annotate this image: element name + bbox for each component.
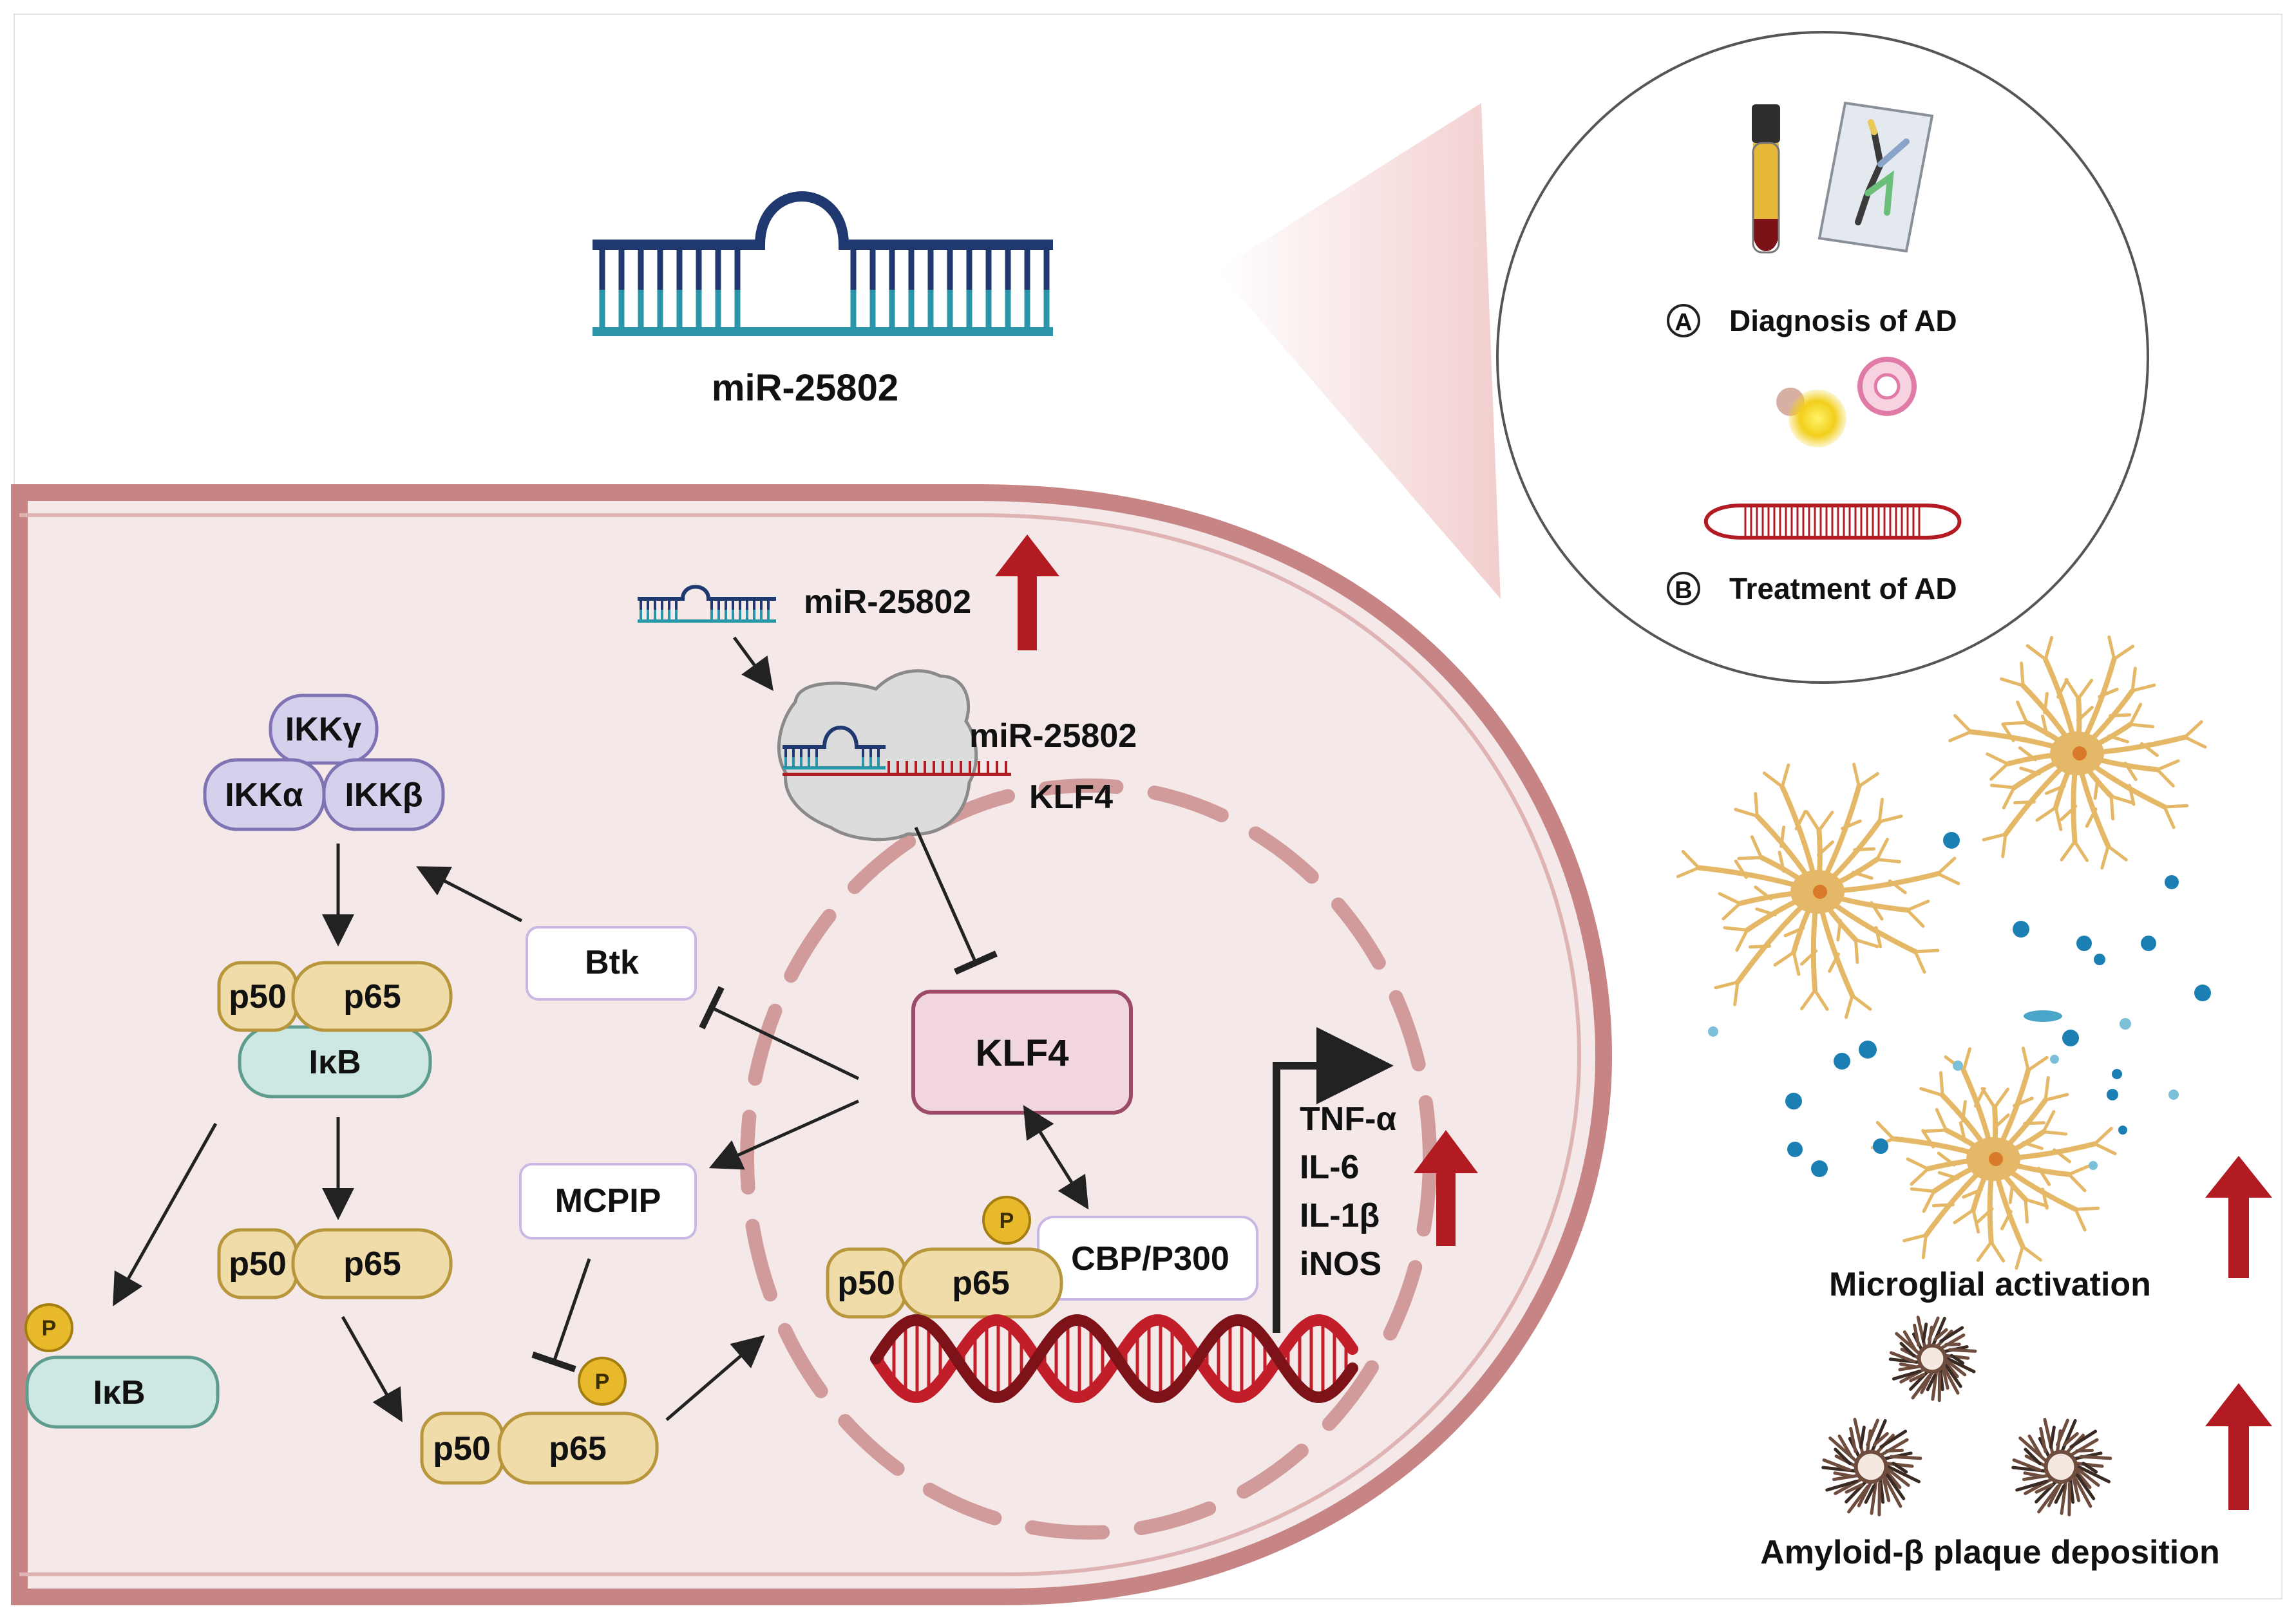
diagnostic-slide-icon xyxy=(1817,101,1934,253)
phospho-icon xyxy=(24,1303,73,1352)
amyloid-deposition-label: Amyloid-β plaque deposition xyxy=(1760,1534,2220,1571)
top-mirna-label: miR-25802 xyxy=(712,367,898,409)
mcpip-label: MCPIP xyxy=(555,1182,661,1220)
treatment-label: Treatment of AD xyxy=(1729,572,1957,605)
zoom-cone xyxy=(1217,103,1501,599)
p50-label-2: p50 xyxy=(229,1245,287,1283)
amyloid-plaque-icons xyxy=(1821,1316,2112,1516)
p65-node-1 xyxy=(291,961,453,1032)
therapeutic-hairpin-icon xyxy=(1704,504,1962,540)
nuclear-nfkb: P p50 p65 xyxy=(826,1196,1063,1319)
inhibit-mcpip-to-nfkb xyxy=(531,1258,591,1373)
phospho-nfkb: P p50 p65 xyxy=(420,1357,659,1485)
cell-membrane-inner xyxy=(19,513,1582,1576)
p65-node-3 xyxy=(497,1411,659,1485)
free-nfkb: p50 p65 xyxy=(217,1228,453,1299)
phospho-icon-2 xyxy=(578,1357,627,1406)
mcpip-node xyxy=(519,1163,697,1240)
arrow-mirna-to-risc xyxy=(732,636,773,692)
p65-label-4: p65 xyxy=(952,1265,1010,1302)
cell-mirna-label: miR-25802 xyxy=(804,583,971,621)
marker-a-label: A xyxy=(1675,309,1692,336)
ikk-gamma-label: IKKγ xyxy=(285,711,362,748)
btk-label: Btk xyxy=(585,944,639,981)
phospho-ikb: P IκB xyxy=(24,1303,220,1429)
marker-a-icon xyxy=(1667,304,1700,337)
phospho-label-3: P xyxy=(1000,1209,1014,1233)
marker-b-icon xyxy=(1667,572,1700,605)
ikk-gamma-node xyxy=(269,693,379,765)
microglia-cells xyxy=(1676,635,2207,1270)
arrow-to-phospho-nfkb xyxy=(341,1316,403,1422)
microglial-up-arrow-icon xyxy=(2205,1156,2272,1278)
p65-label-1: p65 xyxy=(343,978,401,1015)
ikk-beta-label: IKKβ xyxy=(345,777,422,814)
cytokine-il6-label: IL-6 xyxy=(1300,1149,1359,1186)
ikk-alpha-label: IKKα xyxy=(225,777,303,814)
transcription-arrow xyxy=(1273,1027,1394,1333)
arrow-klf4-cbp xyxy=(1023,1105,1089,1210)
cytokine-tnf-label: TNF-α xyxy=(1300,1100,1396,1138)
cytokine-dots xyxy=(1708,832,2211,1177)
arrow-nfkb-to-nucleus xyxy=(665,1335,765,1421)
klf4-label: KLF4 xyxy=(976,1032,1069,1074)
diagnosis-label: Diagnosis of AD xyxy=(1729,304,1957,337)
inset-circle xyxy=(1496,31,2149,684)
complex-target-label: KLF4 xyxy=(1029,778,1113,816)
p65-node-2 xyxy=(291,1228,453,1299)
p65-label-3: p65 xyxy=(549,1430,607,1467)
p65-label-2: p65 xyxy=(343,1245,401,1283)
p50-label-1: p50 xyxy=(229,978,287,1015)
phospho-label-2: P xyxy=(595,1370,610,1394)
cytokine-inos-label: iNOS xyxy=(1300,1245,1381,1283)
dna-helix-icon xyxy=(870,1314,1358,1403)
marker-b-label: B xyxy=(1675,577,1692,604)
ikb-label-2: IκB xyxy=(93,1374,146,1411)
mirna-up-arrow-icon xyxy=(995,534,1059,650)
blood-tube-icon xyxy=(1752,104,1780,254)
p65-node-4 xyxy=(898,1247,1063,1319)
nfkb-ikb-complex: p50 p65 IκB xyxy=(217,961,453,1099)
nanoparticle-icons xyxy=(1776,357,1917,448)
arrow-btk-to-ikk xyxy=(416,866,523,923)
microglial-activation-label: Microglial activation xyxy=(1829,1266,2151,1303)
inhibit-risc-to-klf4 xyxy=(914,826,998,975)
p50-label-3: p50 xyxy=(433,1430,491,1467)
risc-bound-mirna-icon xyxy=(783,726,1011,776)
p50-label-4: p50 xyxy=(837,1265,895,1302)
cbp-p300-label: CBP/P300 xyxy=(1071,1240,1229,1278)
phospho-icon-3 xyxy=(982,1196,1031,1245)
complex-mirna-label: miR-25802 xyxy=(969,717,1137,755)
cytokine-up-arrow-icon xyxy=(1414,1130,1478,1246)
arrow-to-phospho-ikb xyxy=(113,1122,218,1306)
amyloid-up-arrow-icon xyxy=(2205,1383,2272,1510)
klf4-node xyxy=(911,990,1133,1115)
ikb-node-2 xyxy=(25,1355,220,1429)
inhibit-klf4-to-btk xyxy=(699,986,860,1080)
phospho-label-1: P xyxy=(42,1316,57,1341)
ikb-label-1: IκB xyxy=(309,1044,361,1081)
cytokine-il1b-label: IL-1β xyxy=(1300,1197,1380,1234)
ikk-complex: IKKγ IKKα IKKβ xyxy=(203,693,445,831)
btk-node xyxy=(526,926,697,1001)
top-mirna-hairpin-icon xyxy=(593,191,1053,336)
ikk-beta-node xyxy=(322,758,445,831)
cell-mirna-icon xyxy=(638,585,776,623)
arrow-klf4-to-mcpip xyxy=(708,1099,860,1170)
